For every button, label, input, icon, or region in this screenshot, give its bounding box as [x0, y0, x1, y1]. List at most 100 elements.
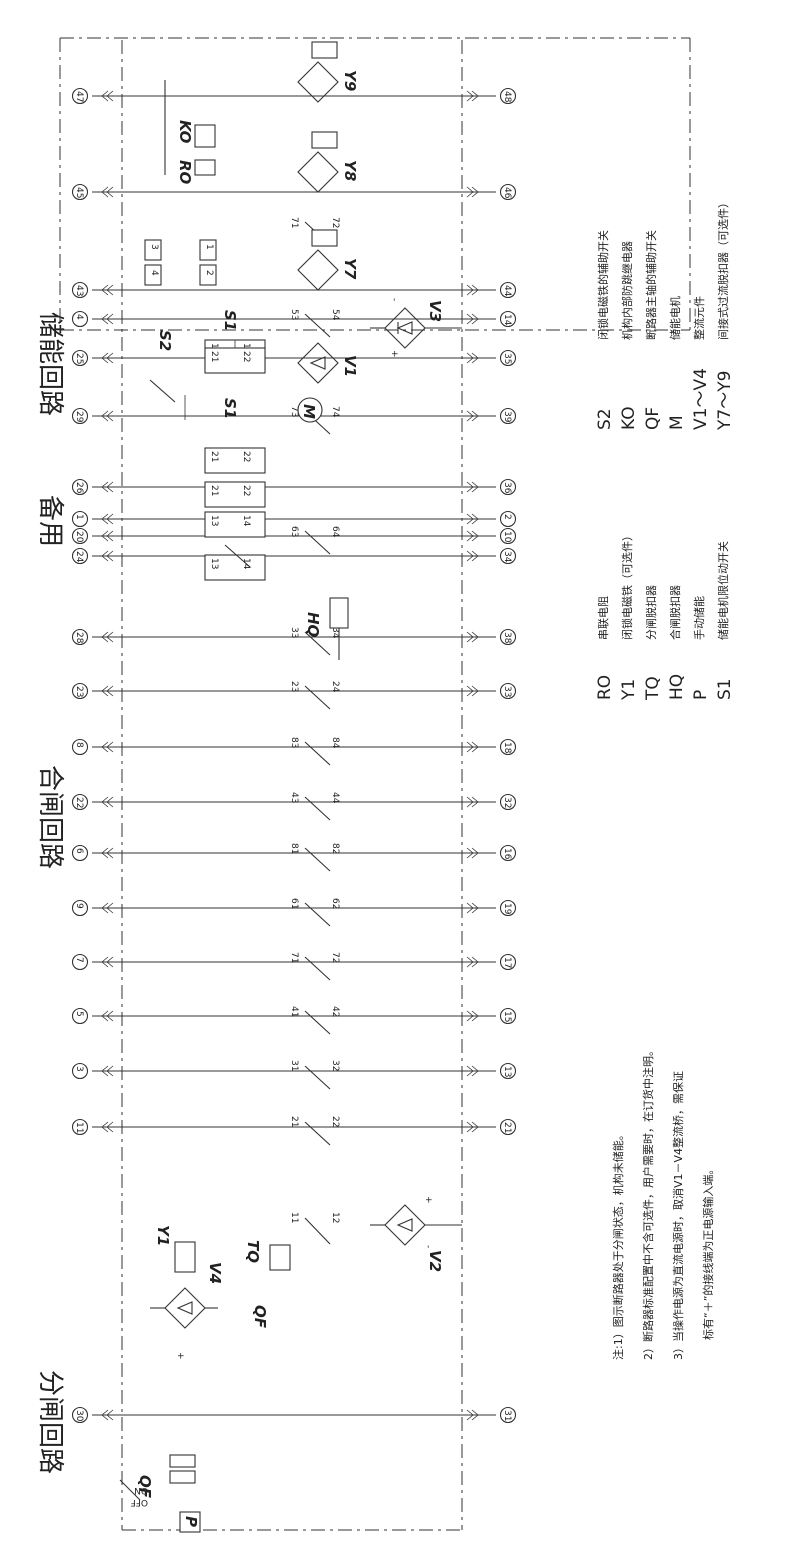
contact-84: 84	[330, 737, 340, 749]
terminal-top-circle	[71, 310, 89, 328]
contact-42: 42	[330, 1006, 340, 1017]
contact-41: 41	[289, 1006, 299, 1017]
terminal-top-circle	[71, 793, 89, 811]
y1-v4-assembly: Y1 V4 + QF	[150, 1225, 269, 1360]
svg-text:21: 21	[209, 351, 219, 362]
terminal-bottom-label: 38	[502, 632, 512, 644]
tq-label: TQ	[244, 1240, 262, 1263]
legend-desc: 串联电阻	[597, 596, 610, 640]
connector-chevron	[101, 1065, 114, 1077]
svg-text:+: +	[175, 1352, 185, 1360]
svg-text:+: +	[423, 1196, 433, 1204]
connector-chevron	[466, 1121, 479, 1133]
contact-64: 64	[330, 526, 340, 538]
contact-31: 31	[289, 1060, 299, 1071]
terminal-bottom-label: 10	[502, 531, 512, 543]
connector-chevron	[466, 1065, 479, 1077]
connector-chevron	[466, 284, 479, 296]
svg-text:22: 22	[241, 485, 251, 496]
terminal-top-label: 20	[74, 531, 84, 543]
terminal-bottom-circle	[499, 953, 517, 971]
connector-chevron	[466, 313, 479, 325]
terminal-top-circle	[71, 682, 89, 700]
terminal-bottom-circle	[499, 310, 517, 328]
connector-chevron	[466, 186, 479, 198]
terminal-top-circle	[71, 1062, 89, 1080]
connector-chevron	[101, 313, 114, 325]
legend-code: TQ	[643, 676, 663, 701]
v3-label: V3	[426, 300, 444, 322]
contact-72: 72	[330, 952, 340, 963]
terminal-top-label: 6	[74, 848, 84, 854]
note-3: 3）当操作电源为直流电源时，取消V1－V4整流桥，需保证	[671, 1071, 685, 1360]
terminal-bottom-label: 35	[502, 353, 512, 364]
terminal-top-label: 23	[74, 686, 84, 697]
auxiliary-contacts: 11 12 21 22 31 32 41 42 71 72 61 62 81 8…	[289, 217, 340, 1245]
ko-contact-71: 71	[289, 217, 299, 228]
terminal-top-circle	[71, 183, 89, 201]
connector-chevron	[466, 1010, 479, 1022]
connector-chevron	[466, 741, 479, 753]
legend-code: RO	[595, 675, 615, 700]
terminal-top-circle	[71, 844, 89, 862]
storage-assembly: 21 22 S1 21 22 M V1	[204, 342, 359, 474]
legend-desc: 手动储能	[692, 596, 706, 640]
connector-chevron	[466, 513, 479, 525]
terminal-bottom-label: 34	[502, 551, 512, 563]
terminal-top-label: 26	[74, 482, 84, 494]
svg-text:2: 2	[204, 270, 214, 276]
terminal-top-label: 47	[74, 91, 84, 102]
terminal-bottom-circle	[499, 407, 517, 425]
contact-82: 82	[330, 843, 340, 854]
connector-chevron	[101, 530, 114, 542]
terminal-top-label: 45	[74, 187, 84, 198]
legend: RO串联电阻Y1闭锁电磁铁（可选件）TQ分闸脱扣器HQ合闸脱扣器P手动储能S1储…	[595, 197, 735, 701]
terminal-top-label: 5	[74, 1011, 84, 1017]
s1-close-label: S1	[221, 310, 239, 331]
terminal-top-circle	[71, 87, 89, 105]
svg-text:+: +	[389, 350, 399, 358]
qf-switch-label: QF	[136, 1475, 154, 1499]
legend-desc: 分闸脱扣器	[644, 585, 658, 640]
tq-v2-assembly: TQ V2 + -	[244, 1196, 462, 1272]
terminal-bottom-label: 32	[502, 797, 512, 808]
connector-chevron	[101, 902, 114, 914]
svg-text:-: -	[389, 298, 399, 301]
terminal-bottom-circle	[499, 349, 517, 367]
terminal-top-circle	[71, 1406, 89, 1424]
connector-chevron	[101, 481, 114, 493]
terminal-bottom-label: 36	[502, 482, 512, 494]
legend-desc: 储能电机限位动开关	[716, 541, 730, 640]
note-4: 标有“＋”的接线端为正电源输入端。	[701, 1164, 715, 1340]
terminal-top-label: 8	[74, 742, 84, 748]
terminal-bottom-label: 2	[502, 514, 512, 520]
contact-81: 81	[289, 843, 299, 854]
contact-63: 63	[289, 526, 299, 537]
connector-chevron	[466, 796, 479, 808]
terminal-bottom-circle	[499, 682, 517, 700]
ko-contact-72: 72	[330, 217, 340, 228]
connector-chevron	[466, 902, 479, 914]
terminal-bottom-circle	[499, 281, 517, 299]
legend-code: S2	[595, 408, 615, 430]
terminal-bottom-circle	[499, 87, 517, 105]
contact-74: 74	[330, 406, 340, 418]
terminal-bottom-label: 15	[502, 1011, 512, 1022]
y8-label: Y8	[341, 160, 359, 181]
v4-label: V4	[206, 1262, 224, 1284]
v2-label: V2	[426, 1250, 444, 1272]
svg-text:4: 4	[149, 270, 159, 276]
legend-code: S1	[715, 678, 735, 700]
contact-71: 71	[289, 952, 299, 963]
contact-21: 21	[289, 1116, 299, 1127]
terminal-bottom-circle	[499, 793, 517, 811]
terminal-bottom-label: 21	[502, 1122, 512, 1133]
legend-code: V1～V4	[691, 368, 711, 430]
terminal-top-label: 11	[74, 1122, 84, 1133]
qf-label-mid: QF	[251, 1305, 269, 1329]
terminal-bottom-label: 17	[502, 957, 512, 968]
y7-label: Y7	[341, 258, 359, 280]
legend-desc: 合闸脱扣器	[668, 585, 682, 640]
terminal-bottom-label: 19	[502, 903, 512, 915]
